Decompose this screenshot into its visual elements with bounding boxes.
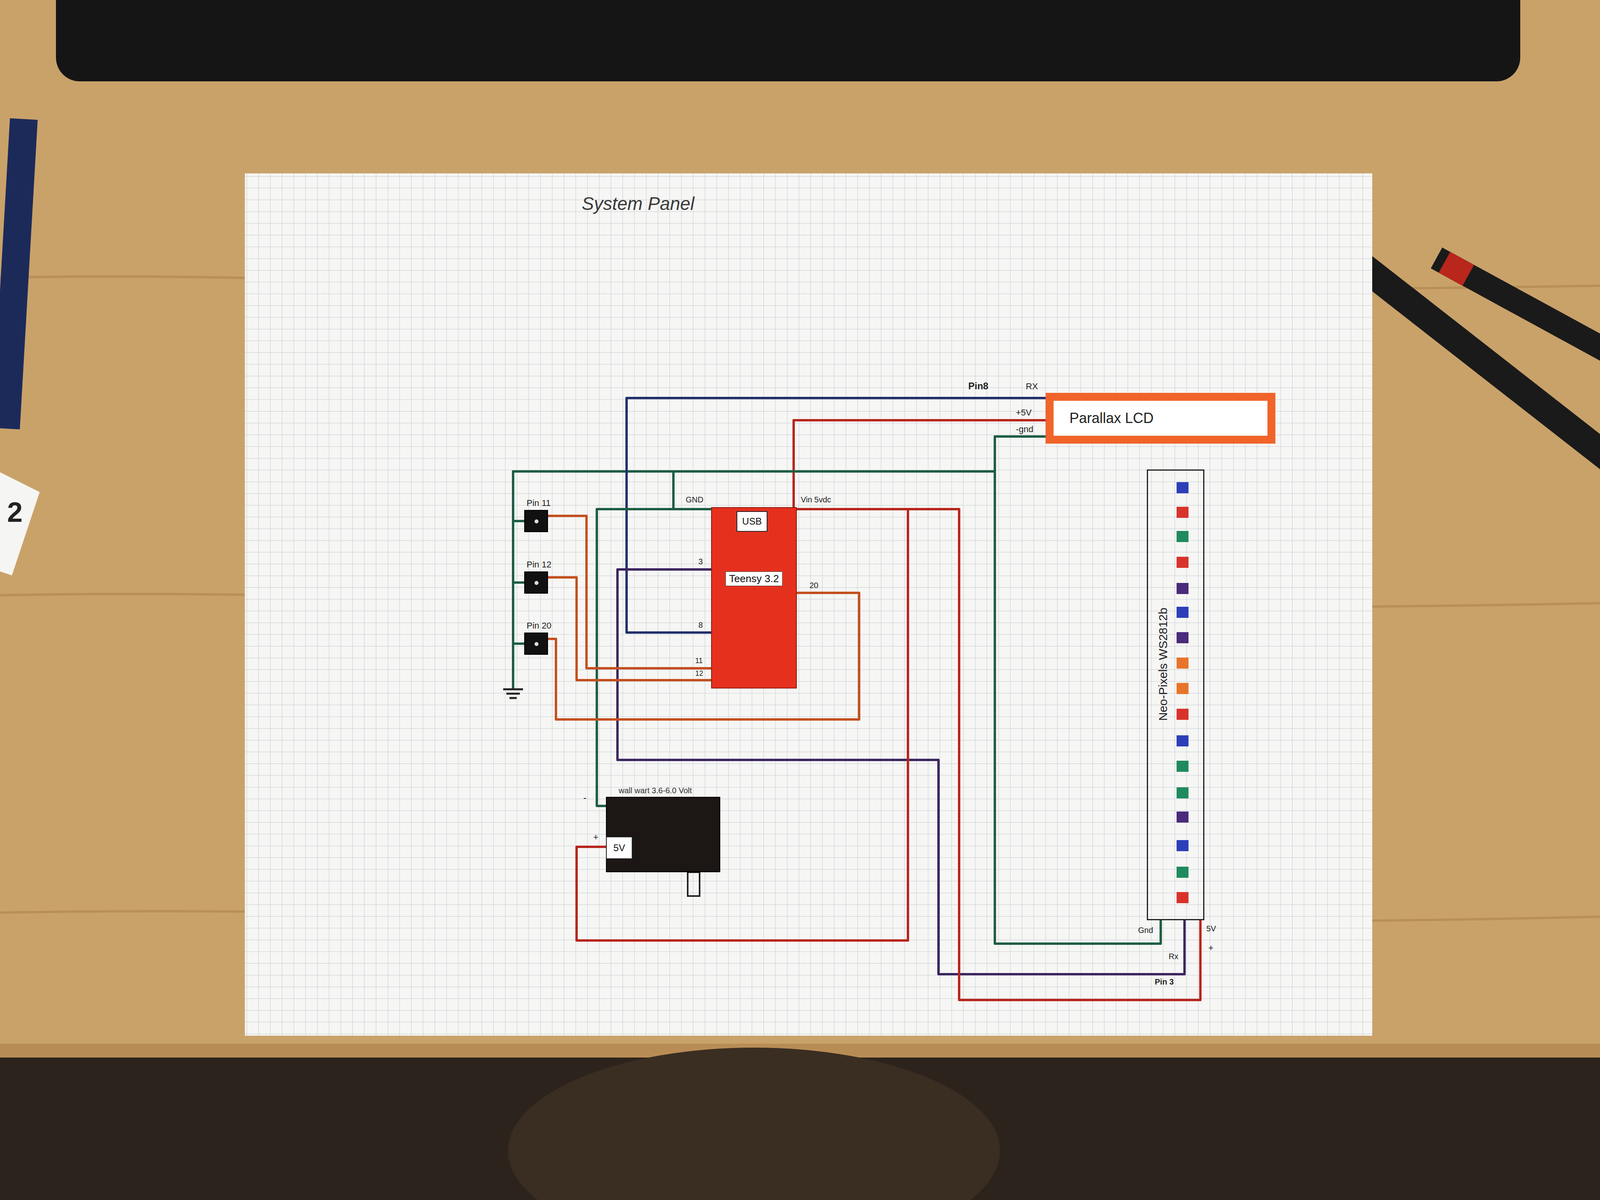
- led-pixels: [1176, 482, 1189, 904]
- pin-number: 3: [698, 557, 703, 566]
- signal-name: 5V: [1206, 924, 1216, 933]
- pin-number: 11: [695, 657, 703, 665]
- pin-number: 20: [809, 581, 819, 590]
- polarity-mark: +: [593, 832, 599, 842]
- wire: [796, 509, 1201, 1000]
- push-button: Pin 11: [524, 509, 549, 533]
- ground-symbol: [503, 689, 524, 699]
- graph-grid: [244, 173, 1373, 1036]
- voltage-tag: 5V: [605, 836, 633, 860]
- led-strip: Neo-Pixels WS2812b: [1146, 469, 1205, 921]
- power-plug: [687, 872, 700, 897]
- node-label: Pin 12: [526, 559, 552, 570]
- wire: [548, 592, 860, 720]
- node-label: Neo-Pixels WS2812b: [1156, 607, 1170, 721]
- button-cap: [534, 580, 539, 585]
- signal-name: Rx: [1168, 952, 1179, 961]
- node-label: wall wart 3.6-6.0 Volt: [618, 786, 693, 796]
- paper-sheet: [244, 173, 1373, 1036]
- wire: [548, 515, 712, 669]
- button-cap: [534, 519, 539, 524]
- node-label: Pin 11: [526, 498, 551, 509]
- wire: [617, 569, 1185, 975]
- power-supply: wall wart 3.6-6.0 Volt5V: [605, 796, 721, 873]
- signal-name: Gnd: [1138, 926, 1154, 935]
- pin-name: Pin8: [968, 381, 989, 391]
- ground-rail: [513, 471, 674, 689]
- paper-card: [0, 472, 40, 576]
- signal-name: -gnd: [1015, 425, 1034, 434]
- push-button: Pin 20: [524, 632, 549, 655]
- lcd-module: Parallax LCD: [1045, 392, 1276, 444]
- pen: [5, 119, 24, 429]
- wire: [793, 420, 1046, 508]
- polarity-mark: +: [1208, 943, 1214, 953]
- node-label: Pin 20: [526, 620, 552, 631]
- pin-name: GND: [685, 495, 704, 504]
- pin-name: Pin 3: [1154, 977, 1174, 986]
- wire: [548, 577, 712, 681]
- button-cap: [534, 642, 539, 647]
- node-label: 5V: [613, 842, 625, 854]
- pen: [1436, 257, 1600, 354]
- wire: [994, 436, 1161, 944]
- card-number: 2: [7, 498, 23, 527]
- signal-name: RX: [1025, 382, 1039, 391]
- pin-number: 8: [698, 621, 703, 629]
- wire: [596, 509, 712, 806]
- push-button: Pin 12: [524, 571, 549, 594]
- node-label: Parallax LCD: [1069, 409, 1154, 427]
- node-label: Teensy 3.2: [725, 571, 783, 587]
- wire: [626, 398, 1046, 633]
- wire: [673, 436, 1046, 510]
- usb-port: USB: [736, 511, 768, 532]
- wire: [576, 509, 908, 941]
- polarity-mark: -: [583, 792, 587, 803]
- pen-band: [1444, 262, 1469, 276]
- leg-shadow: [507, 1047, 1000, 1200]
- diagram-title: System Panel: [581, 192, 695, 215]
- microcontroller-board: Teensy 3.2 USB: [711, 507, 797, 689]
- desk-wood: [0, 0, 1600, 1056]
- node-label: USB: [742, 515, 762, 527]
- pin-number: 12: [695, 669, 704, 677]
- keyboard: [55, 0, 1521, 82]
- pin-name: Vin 5vdc: [800, 495, 831, 504]
- signal-name: +5V: [1015, 408, 1032, 418]
